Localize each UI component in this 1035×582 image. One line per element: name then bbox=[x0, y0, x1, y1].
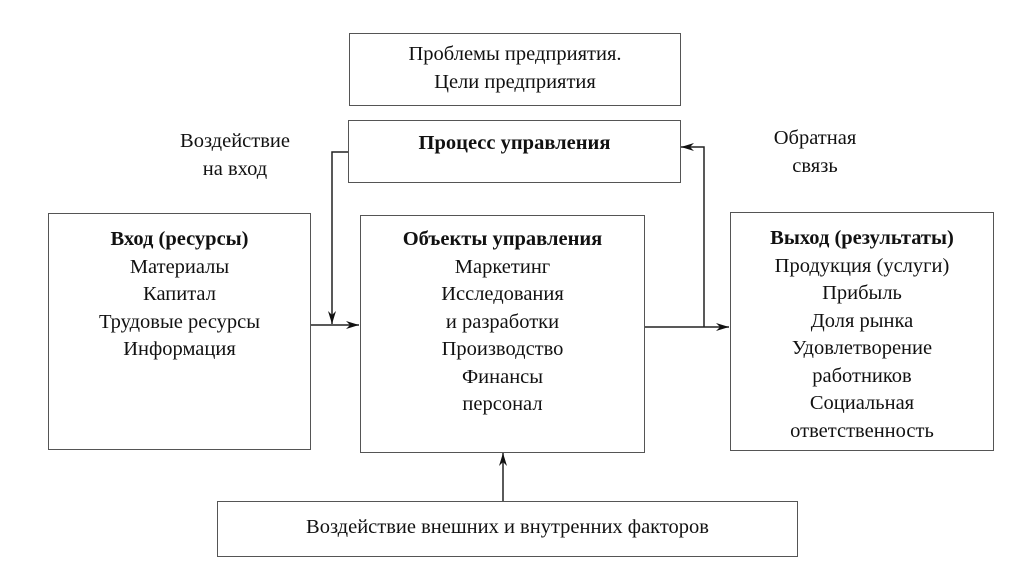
factors-text: Воздействие внешних и внутренних факторо… bbox=[306, 516, 709, 538]
output-item: Доля рынка bbox=[810, 309, 914, 332]
input-item: Трудовые ресурсы bbox=[98, 310, 261, 333]
output-box: Выход (результаты) Продукция (услуги) Пр… bbox=[730, 212, 994, 451]
label-line: связь bbox=[792, 155, 838, 177]
input-influence-label: Воздействие на вход bbox=[150, 127, 320, 183]
output-item: работников bbox=[812, 364, 912, 387]
objects-item: персонал bbox=[462, 393, 543, 415]
input-influence-connector bbox=[328, 151, 348, 324]
label-line: Обратная bbox=[773, 127, 857, 149]
output-item: Социальная bbox=[809, 392, 915, 414]
objects-title: Объекты управления bbox=[402, 228, 603, 250]
label-line: на вход bbox=[202, 158, 268, 180]
feedback-label: Обратная связь bbox=[740, 124, 890, 180]
feedback-connector bbox=[681, 143, 705, 327]
input-box: Вход (ресурсы) Материалы Капитал Трудовы… bbox=[48, 213, 311, 450]
objects-item: Маркетинг bbox=[454, 255, 551, 278]
output-item: Прибыль bbox=[822, 282, 902, 304]
objects-item: Финансы bbox=[461, 365, 544, 388]
output-item: ответственность bbox=[790, 419, 934, 442]
label-line: Воздействие bbox=[180, 130, 290, 152]
objects-box: Объекты управления Маркетинг Исследовани… bbox=[360, 215, 645, 453]
input-title: Вход (ресурсы) bbox=[110, 228, 249, 250]
factors-box: Воздействие внешних и внутренних факторо… bbox=[217, 501, 798, 557]
input-item: Материалы bbox=[129, 255, 230, 278]
objects-item: Исследования bbox=[441, 283, 564, 305]
process-title: Процесс управления bbox=[418, 132, 611, 154]
goals-box: Проблемы предприятия. Цели предприятия bbox=[349, 33, 681, 106]
input-item: Информация bbox=[123, 338, 236, 360]
process-box: Процесс управления bbox=[348, 120, 681, 183]
objects-item: Производство bbox=[441, 338, 564, 360]
goals-line: Проблемы предприятия. bbox=[408, 43, 622, 65]
goals-line: Цели предприятия bbox=[434, 70, 596, 93]
input-item: Капитал bbox=[143, 283, 216, 305]
objects-item: и разработки bbox=[445, 310, 560, 333]
output-item: Продукция (услуги) bbox=[774, 254, 950, 277]
output-item: Удовлетворение bbox=[791, 337, 933, 359]
output-title: Выход (результаты) bbox=[770, 227, 954, 249]
